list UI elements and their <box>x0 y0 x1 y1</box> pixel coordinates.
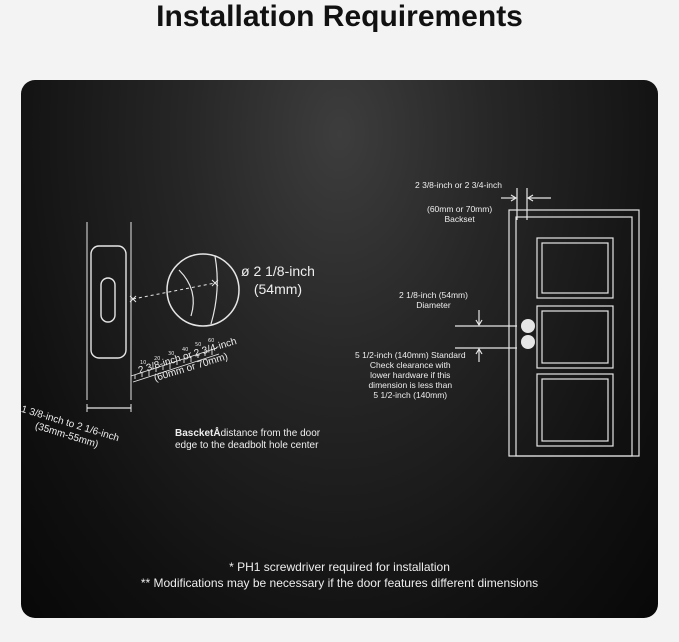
door-edge-drawing <box>86 222 132 412</box>
ruler-tick: 10 <box>140 360 146 366</box>
standard-clearance-label: 5 1/2-inch (140mm) Standard Check cleara… <box>355 350 466 400</box>
backset-ruler <box>130 347 220 383</box>
ruler-tick: 60 <box>208 338 214 344</box>
right-backset-label-bottom: (60mm or 70mm) Backset <box>427 204 493 224</box>
handle-holes <box>521 319 535 349</box>
modifications-note: ** Modifications may be necessary if the… <box>140 576 539 590</box>
ruler-tick: 20 <box>154 356 160 362</box>
bore-hole-drawing <box>166 253 240 327</box>
right-diameter-label: 2 1/8-inch (54mm) Diameter <box>399 290 468 310</box>
ruler-tick-labels: 10 20 30 40 50 60 <box>140 338 214 366</box>
page-title: Installation Requirements <box>156 0 523 33</box>
screwdriver-note: * PH1 screwdriver required for installat… <box>229 560 450 574</box>
backset-definition-text: distance from the door edge to the deadb… <box>175 428 321 451</box>
hole-center-marks <box>129 279 219 303</box>
ruler-tick: 30 <box>168 351 174 357</box>
installation-diagram: 10 20 30 40 50 60 <box>86 188 640 457</box>
backset-definition-bold: BascketÅ <box>175 428 221 439</box>
right-backset-label-top: 2 3/8-inch or 2 3/4-inch <box>415 180 502 190</box>
ruler-tick: 50 <box>195 342 201 348</box>
backset-definition: BascketÅdistance from the door edge to t… <box>175 416 320 452</box>
bore-diameter-label: ø 2 1/8-inch (54mm) <box>241 263 315 297</box>
diagram-panel: 10 20 30 40 50 60 1 3/8-inch to 2 1/6-in… <box>21 80 658 618</box>
door-front-drawing <box>455 188 640 457</box>
ruler-tick: 40 <box>182 347 188 353</box>
